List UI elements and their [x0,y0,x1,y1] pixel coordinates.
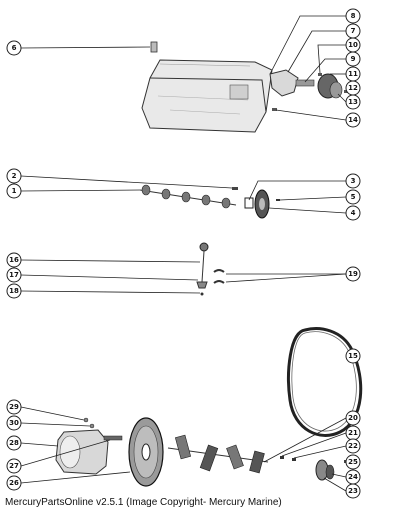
callout-16[interactable]: 16 [6,252,22,268]
callout-7[interactable]: 7 [345,23,361,39]
callout-21[interactable]: 21 [345,425,361,441]
svg-text:12: 12 [348,84,358,92]
svg-text:14: 14 [348,116,358,124]
svg-text:29: 29 [9,403,19,411]
svg-text:23: 23 [348,487,358,495]
callout-26[interactable]: 26 [6,475,22,491]
svg-text:28: 28 [9,439,19,447]
svg-text:30: 30 [9,419,19,427]
svg-text:11: 11 [348,70,358,78]
svg-text:17: 17 [9,271,19,279]
svg-text:18: 18 [9,287,19,295]
callout-23[interactable]: 23 [345,483,361,499]
svg-text:10: 10 [348,41,358,49]
svg-text:16: 16 [9,256,19,264]
copyright-text: MercuryPartsOnline v2.5.1 (Image Copyrig… [5,497,282,508]
callout-14[interactable]: 14 [345,112,361,128]
callout-24[interactable]: 24 [345,469,361,485]
callout-10[interactable]: 10 [345,37,361,53]
engine-block [141,59,273,133]
svg-text:3: 3 [351,177,356,185]
callout-17[interactable]: 17 [6,267,22,283]
callout-3[interactable]: 3 [345,173,361,189]
svg-text:4: 4 [351,209,356,217]
flywheel [128,417,164,487]
callout-22[interactable]: 22 [345,438,361,454]
connecting-rod [196,242,225,296]
svg-text:20: 20 [348,414,358,422]
callout-20[interactable]: 20 [345,410,361,426]
svg-text:5: 5 [351,193,356,201]
svg-text:2: 2 [12,172,17,180]
callout-30[interactable]: 30 [6,415,22,431]
dowel-pin-6 [150,41,158,53]
svg-text:21: 21 [348,429,358,437]
svg-text:19: 19 [348,270,358,278]
callout-12[interactable]: 12 [345,80,361,96]
crankshaft [167,434,269,474]
svg-text:25: 25 [348,458,358,466]
callout-18[interactable]: 18 [6,283,22,299]
water-pump-assembly [269,69,348,111]
svg-text:7: 7 [351,27,356,35]
callout-1[interactable]: 1 [6,183,22,199]
svg-text:26: 26 [9,479,19,487]
callout-4[interactable]: 4 [345,205,361,221]
callout-27[interactable]: 27 [6,458,22,474]
svg-text:13: 13 [348,98,358,106]
svg-text:8: 8 [351,12,356,20]
crank-pulley [280,456,350,481]
callout-28[interactable]: 28 [6,435,22,451]
callout-13[interactable]: 13 [345,94,361,110]
callout-15[interactable]: 15 [345,348,361,364]
svg-text:1: 1 [12,187,17,195]
callout-6[interactable]: 6 [6,40,22,56]
callout-2[interactable]: 2 [6,168,22,184]
callout-19[interactable]: 19 [345,266,361,282]
callout-9[interactable]: 9 [345,51,361,67]
svg-text:22: 22 [348,442,358,450]
leader-lines [20,15,356,492]
callout-8[interactable]: 8 [345,8,361,24]
callout-29[interactable]: 29 [6,399,22,415]
svg-text:6: 6 [12,44,17,52]
svg-text:9: 9 [351,55,356,63]
camshaft-gear [244,189,280,219]
camshaft [139,184,238,209]
callout-11[interactable]: 11 [345,66,361,82]
belt-15 [287,327,363,437]
svg-text:27: 27 [9,462,19,470]
callout-25[interactable]: 25 [345,454,361,470]
callout-5[interactable]: 5 [345,189,361,205]
svg-text:15: 15 [348,352,358,360]
svg-text:24: 24 [348,473,358,481]
